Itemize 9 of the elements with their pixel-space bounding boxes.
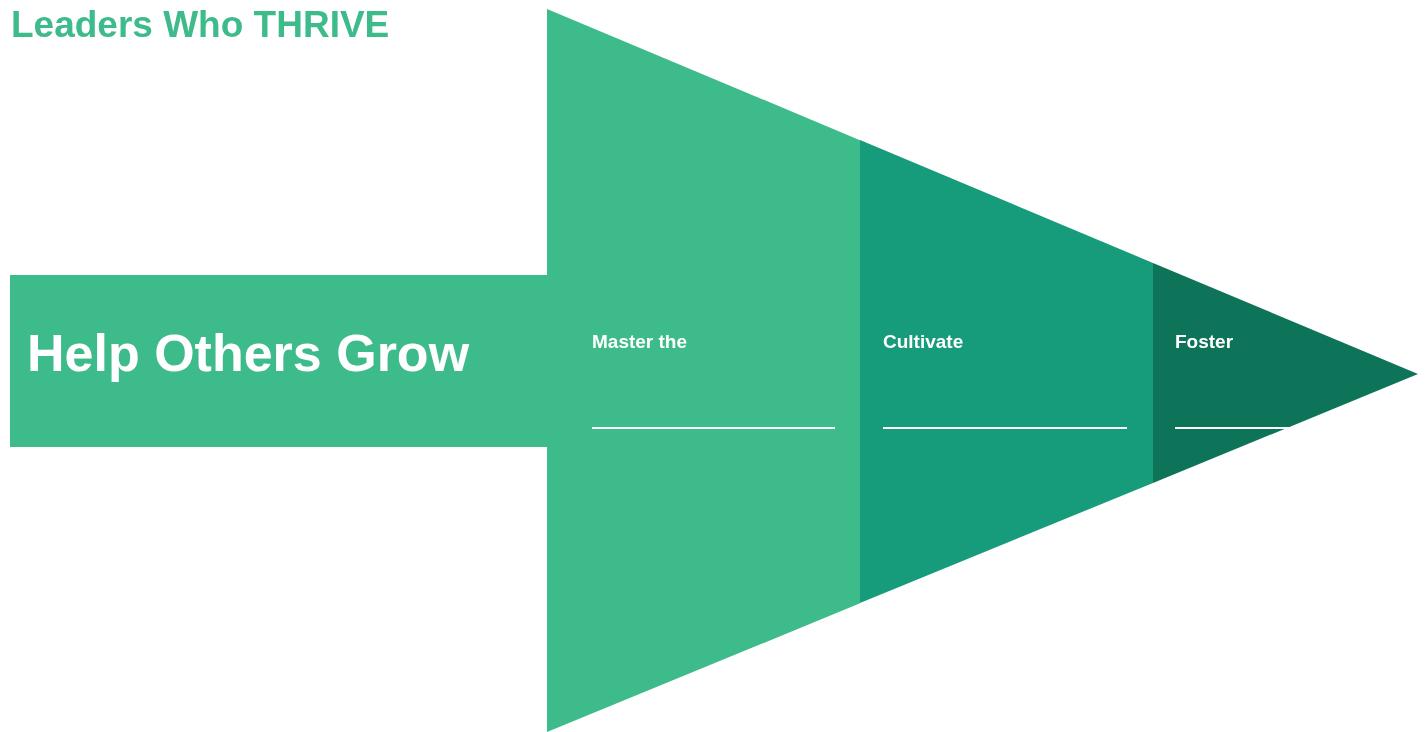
arrow-band: [860, 140, 1153, 603]
arrow-band: [1153, 263, 1418, 483]
band-label: Master the: [592, 331, 688, 353]
heading: Help Others Grow: [27, 323, 470, 383]
title: Leaders Who THRIVE: [11, 4, 390, 46]
arrow-shaft: [10, 275, 547, 447]
band-label: Cultivate: [883, 331, 964, 353]
arrow-band: [547, 9, 860, 732]
band-label: Foster: [1175, 331, 1234, 353]
